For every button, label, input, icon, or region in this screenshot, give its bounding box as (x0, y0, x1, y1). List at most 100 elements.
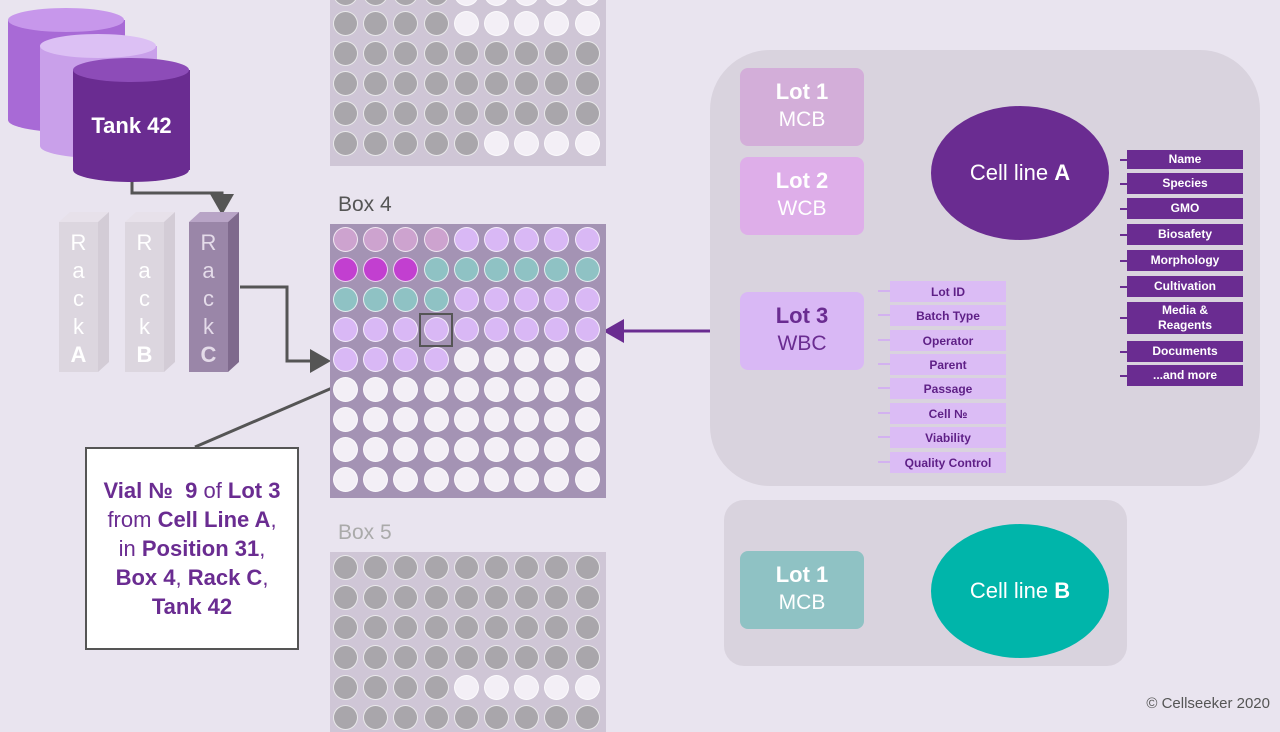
lot-b-1-card[interactable]: Lot 1 MCB (740, 551, 864, 629)
vial-well[interactable] (333, 377, 358, 402)
vial-well[interactable] (544, 407, 570, 432)
vial-well[interactable] (574, 645, 600, 670)
cell-line-attribute[interactable]: ...and more (1127, 365, 1243, 386)
vial-well[interactable] (453, 615, 479, 640)
vial-well[interactable] (333, 437, 358, 462)
vial-well[interactable] (393, 317, 419, 342)
vial-well[interactable] (574, 705, 600, 730)
cell-line-attribute[interactable]: Biosafety (1127, 224, 1243, 245)
lot-property[interactable]: Parent (890, 354, 1006, 375)
vial-well[interactable] (453, 287, 479, 312)
vial-well[interactable] (423, 645, 449, 670)
vial-well[interactable] (484, 377, 509, 402)
lot-property[interactable]: Quality Control (890, 452, 1006, 473)
vial-well[interactable] (423, 131, 449, 156)
vial-well[interactable] (453, 645, 479, 670)
vial-well[interactable] (363, 377, 389, 402)
vial-well[interactable] (363, 555, 389, 580)
vial-well[interactable] (514, 645, 540, 670)
vial-well[interactable] (484, 317, 509, 342)
vial-well[interactable] (514, 555, 540, 580)
vial-well[interactable] (423, 467, 449, 492)
cell-line-attribute[interactable]: Name (1127, 150, 1243, 169)
vial-well[interactable] (333, 317, 358, 342)
vial-well[interactable] (574, 11, 600, 36)
vial-well[interactable] (333, 41, 358, 66)
vial-well[interactable] (423, 437, 449, 462)
vial-well[interactable] (544, 227, 570, 252)
vial-well[interactable] (423, 41, 449, 66)
vial-well[interactable] (393, 131, 419, 156)
vial-well[interactable] (453, 317, 479, 342)
vial-well[interactable] (333, 71, 358, 96)
vial-well[interactable] (544, 615, 570, 640)
vial-well[interactable] (393, 0, 419, 6)
vial-well[interactable] (514, 705, 540, 730)
vial-well[interactable] (574, 437, 600, 462)
cell-line-b-node[interactable]: Cell line B (931, 524, 1109, 658)
vial-well[interactable] (484, 257, 509, 282)
vial-well[interactable] (514, 347, 540, 372)
vial-well[interactable] (484, 615, 509, 640)
vial-well[interactable] (423, 705, 449, 730)
lot-3-card[interactable]: Lot 3 WBC (740, 292, 864, 370)
vial-well[interactable] (514, 41, 540, 66)
vial-well[interactable] (393, 467, 419, 492)
vial-well[interactable] (544, 437, 570, 462)
lot-1-card[interactable]: Lot 1 MCB (740, 68, 864, 146)
cell-line-attribute[interactable]: GMO (1127, 198, 1243, 219)
vial-well[interactable] (453, 11, 479, 36)
vial-well[interactable] (363, 347, 389, 372)
vial-well[interactable] (363, 131, 389, 156)
vial-well[interactable] (514, 287, 540, 312)
vial-well[interactable] (574, 377, 600, 402)
vial-well[interactable] (484, 41, 509, 66)
vial-well[interactable] (333, 585, 358, 610)
vial-well[interactable] (333, 11, 358, 36)
vial-well[interactable] (544, 705, 570, 730)
vial-well[interactable] (453, 585, 479, 610)
vial-well[interactable] (544, 131, 570, 156)
vial-well[interactable] (333, 555, 358, 580)
vial-well[interactable] (544, 11, 570, 36)
vial-well[interactable] (423, 11, 449, 36)
vial-well[interactable] (423, 101, 449, 126)
vial-well[interactable] (333, 615, 358, 640)
vial-well[interactable] (544, 467, 570, 492)
vial-well[interactable] (333, 287, 358, 312)
vial-well[interactable] (484, 11, 509, 36)
vial-well[interactable] (393, 705, 419, 730)
vial-well[interactable] (574, 347, 600, 372)
vial-well[interactable] (453, 705, 479, 730)
vial-well[interactable] (514, 11, 540, 36)
vial-well[interactable] (423, 71, 449, 96)
vial-well[interactable] (453, 71, 479, 96)
vial-well[interactable] (544, 71, 570, 96)
vial-well[interactable] (333, 0, 358, 6)
vial-well[interactable] (574, 467, 600, 492)
vial-well[interactable] (363, 11, 389, 36)
vial-well[interactable] (333, 347, 358, 372)
vial-well[interactable] (574, 227, 600, 252)
vial-well[interactable] (484, 585, 509, 610)
vial-well[interactable] (393, 377, 419, 402)
vial-well[interactable] (393, 11, 419, 36)
vial-well[interactable] (544, 675, 570, 700)
vial-well[interactable] (393, 615, 419, 640)
vial-well[interactable] (514, 0, 540, 6)
vial-well[interactable] (484, 347, 509, 372)
vial-well[interactable] (363, 645, 389, 670)
vial-well[interactable] (574, 675, 600, 700)
vial-well[interactable] (393, 71, 419, 96)
cell-line-attribute[interactable]: Documents (1127, 341, 1243, 362)
vial-well[interactable] (514, 437, 540, 462)
vial-well[interactable] (393, 347, 419, 372)
cell-line-attribute[interactable]: Media & Reagents (1127, 302, 1243, 334)
vial-well[interactable] (333, 645, 358, 670)
vial-well[interactable] (514, 317, 540, 342)
vial-well[interactable] (363, 615, 389, 640)
vial-well[interactable] (393, 437, 419, 462)
vial-well[interactable] (363, 287, 389, 312)
vial-well[interactable] (544, 41, 570, 66)
vial-well[interactable] (363, 101, 389, 126)
